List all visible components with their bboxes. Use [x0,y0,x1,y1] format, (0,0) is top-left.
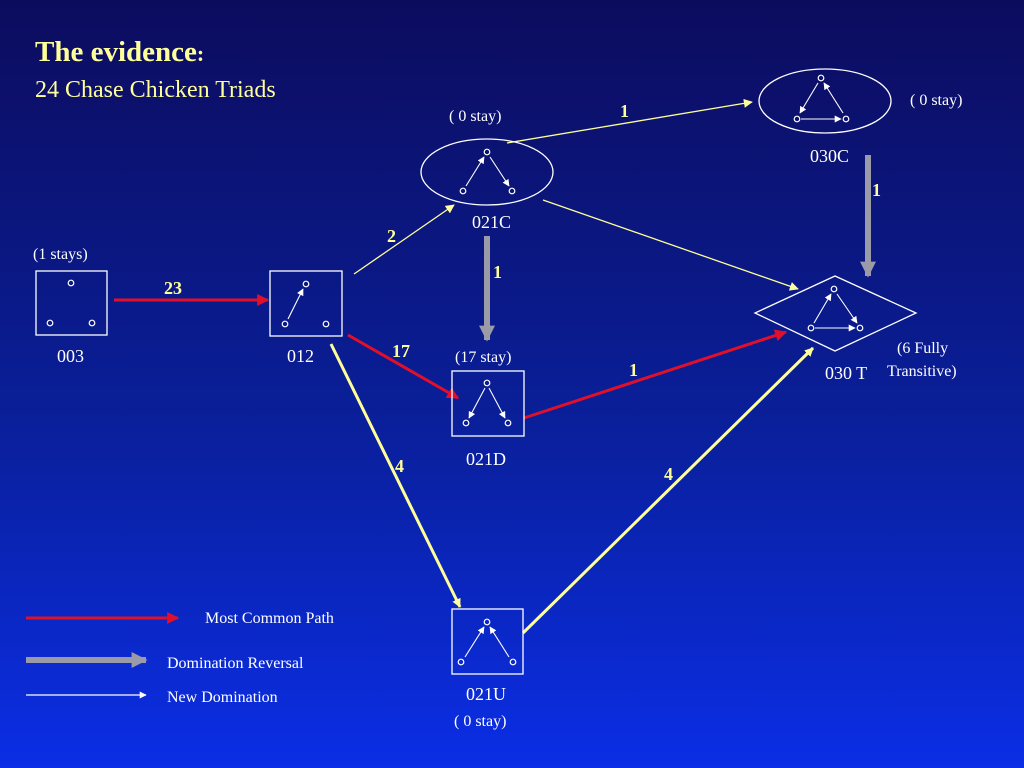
vertex-icon [88,319,96,327]
tie-arrow [287,288,304,320]
node-030t [753,275,918,352]
vertex-icon [67,279,75,287]
page-subtitle: 24 Chase Chicken Triads [35,77,276,103]
edge-012-021c [353,204,455,275]
vertex-icon [483,379,491,387]
node-021d-label: 021D [466,449,506,469]
vertex-icon [483,618,491,626]
node-030c-ellipse [758,68,892,134]
edge-label-021u-030t: 4 [664,464,673,484]
node-003 [35,270,108,336]
vertex-icon [483,148,491,156]
node-003-stay: (1 stays) [33,246,88,263]
node-030c-stay: ( 0 stay) [910,92,962,109]
tie-arrow [813,293,832,324]
node-012-box [269,270,343,337]
tie-arrow [488,387,506,419]
node-021c-ellipse [420,138,554,206]
node-021d-box [451,370,525,437]
tie-arrow [489,156,510,187]
edge-label-012-021c: 2 [387,226,396,246]
vertex-icon [817,74,825,82]
tie-arrow [464,626,485,658]
vertex-icon [46,319,54,327]
node-021u-label: 021U [466,684,506,704]
vertex-icon [457,658,465,666]
edge-label-021d-030t: 1 [629,360,638,380]
node-021u-stay: ( 0 stay) [454,713,506,730]
edge-label-021c-030c: 1 [620,101,629,121]
edge-012-021u [329,343,462,608]
node-021c [420,138,554,206]
node-030t-label: 030 T [825,363,867,383]
node-021c-label: 021C [472,212,511,232]
vertex-icon [842,115,850,123]
edge-label-012-021d: 17 [392,341,410,361]
node-012 [269,270,343,337]
edge-label-030c-030t: 1 [872,180,881,200]
node-003-box [35,270,108,336]
vertex-icon [462,419,470,427]
tie-arrow [489,626,510,658]
vertex-icon [504,419,512,427]
legend: Most Common Path Domination Reversal New… [26,610,334,706]
node-021u [451,608,524,675]
legend-new-label: New Domination [167,689,278,706]
node-021d-stay: (17 stay) [455,349,511,366]
vertex-icon [807,324,815,332]
edge-021u-030t [521,346,815,635]
vertex-icon [793,115,801,123]
node-021d [451,370,525,437]
vertex-icon [281,320,289,328]
edge-021d-030t [523,329,788,420]
tie-arrow [836,293,858,324]
node-030t-stay-line1: (6 Fully [897,340,948,357]
vertex-icon [830,285,838,293]
tie-arrow [799,82,819,114]
tie-arrow [468,387,486,419]
vertex-icon [322,320,330,328]
edge-label-012-021u: 4 [395,456,404,476]
edge-label-021c-021d: 1 [493,262,502,282]
legend-common-label: Most Common Path [205,610,334,627]
legend-reversal-label: Domination Reversal [167,655,304,672]
node-030t-stay-line2: Transitive) [887,363,957,380]
tie-arrow [823,82,844,114]
edge-021c-030c [506,98,753,144]
node-030c-label: 030C [810,146,849,166]
vertex-icon [459,187,467,195]
vertex-icon [302,280,310,288]
node-021u-box [451,608,524,675]
vertex-icon [856,324,864,332]
edge-012-021d [347,333,460,400]
node-003-label: 003 [57,346,84,366]
vertex-icon [509,658,517,666]
node-030c [758,68,892,134]
tie-arrow [465,156,485,187]
vertex-icon [508,187,516,195]
page-title: The evidence: [35,36,204,68]
edge-021c-030t [542,199,799,291]
node-021c-stay: ( 0 stay) [449,108,501,125]
node-030t-diamond [753,275,918,352]
edge-label-003-012: 23 [164,278,182,298]
node-012-label: 012 [287,346,314,366]
